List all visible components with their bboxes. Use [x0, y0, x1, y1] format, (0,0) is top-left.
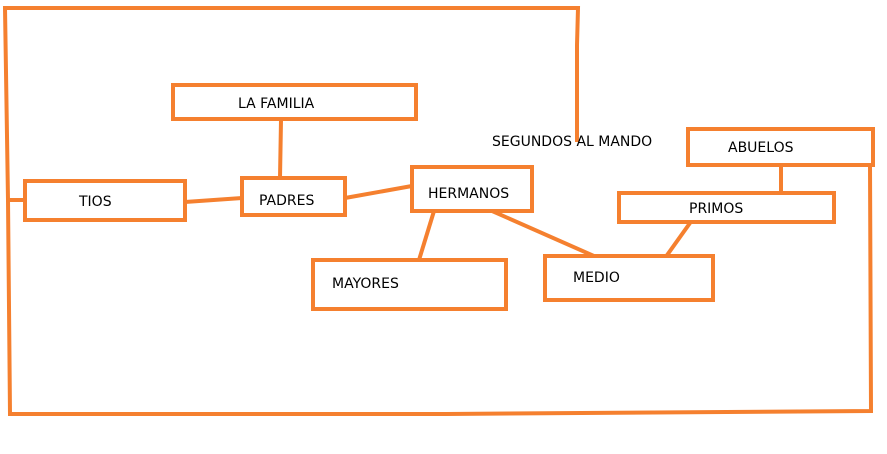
node-medio-label: MEDIO [573, 270, 620, 286]
connector-hermanos-mayores [416, 208, 437, 263]
node-abuelos-box [686, 127, 875, 167]
floating-label-segundos-al-mando: SEGUNDOS AL MANDO [492, 134, 652, 150]
connector-tios-padres [182, 195, 245, 205]
connector-primos-medio [662, 220, 693, 261]
node-padres-box [240, 176, 347, 217]
node-mayores-box [311, 258, 508, 311]
node-tios-label: TIOS [78, 194, 112, 210]
node-hermanos-box [410, 165, 534, 213]
node-padres-label: PADRES [259, 193, 314, 209]
connector-hermanos-medio [489, 208, 597, 259]
connector-padres-hermanos [342, 183, 415, 201]
node-la-familia-box [171, 83, 418, 121]
node-tios-box [23, 179, 187, 222]
node-abuelos-label: ABUELOS [728, 140, 794, 156]
node-la-familia-label: LA FAMILIA [238, 96, 315, 112]
node-mayores-label: MAYORES [332, 276, 399, 292]
node-hermanos-label: HERMANOS [428, 186, 509, 202]
node-primos-label: PRIMOS [689, 201, 743, 217]
node-primos-box [617, 191, 836, 224]
node-medio-box [543, 254, 715, 302]
connector-familia-padres [277, 117, 284, 181]
